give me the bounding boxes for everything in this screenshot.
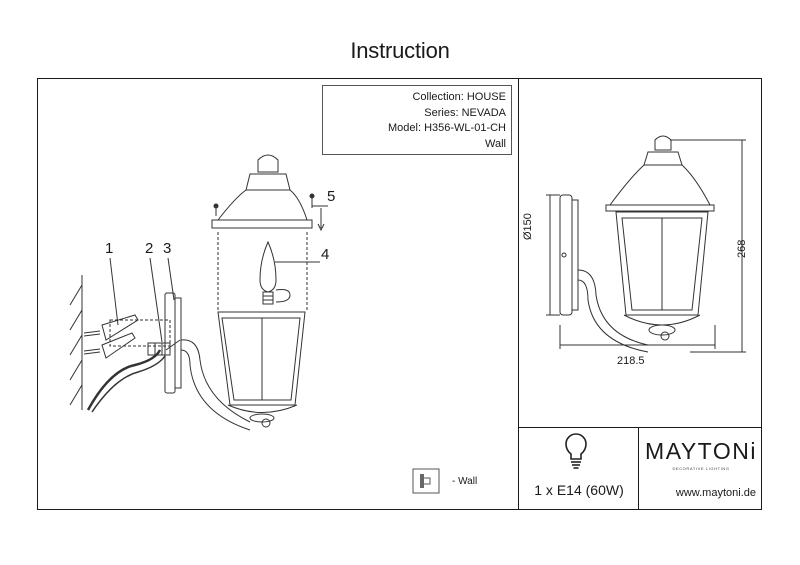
wall-screws — [83, 330, 101, 355]
model-text: Model: H356-WL-01-CH — [388, 122, 506, 134]
lamp-arm — [180, 339, 251, 423]
series-text: Series: NEVADA — [424, 106, 506, 119]
supply-cable — [86, 349, 162, 411]
callout-4: 4 — [321, 246, 330, 263]
candle-bulb — [259, 240, 277, 305]
lamp-spec: 1 x E14 (60W) — [534, 482, 624, 498]
dimension-drawing — [546, 135, 746, 353]
callout-2: 2 — [145, 240, 154, 257]
horizontal-divider — [518, 427, 762, 428]
instruction-frame — [37, 78, 762, 510]
vertical-divider — [518, 78, 519, 510]
dim-lamp-arm — [577, 269, 649, 346]
diameter-label: Ø150 — [522, 213, 534, 240]
wall-mount-label: - Wall — [452, 476, 478, 487]
depth-label: 218.5 — [617, 355, 645, 367]
collection-text: Collection: HOUSE — [412, 91, 506, 103]
dim-lantern — [605, 135, 715, 341]
callout-5: 5 — [327, 188, 336, 205]
wall-mount-icon — [412, 468, 440, 494]
footer-divider — [638, 427, 639, 510]
brand-tagline: DECORATIVE LIGHTING — [672, 466, 730, 471]
bulb-icon — [565, 433, 587, 469]
mounting-bracket — [101, 314, 139, 341]
callout-1: 1 — [105, 240, 114, 257]
wall-hatch — [69, 275, 83, 410]
page-title: Instruction — [350, 38, 450, 63]
height-label: 268 — [736, 239, 748, 258]
product-info-box: Collection: HOUSE Series: NEVADA Model: … — [322, 85, 512, 155]
lantern-body — [217, 311, 306, 428]
placement-text: Wall — [485, 137, 506, 150]
brand-logo: MAYTONi — [645, 438, 757, 464]
terminal-block — [147, 342, 171, 356]
website-link[interactable]: www.maytoni.de — [675, 487, 756, 499]
assembly-drawing — [69, 154, 328, 431]
callout-3: 3 — [163, 240, 172, 257]
lantern-top — [211, 154, 313, 229]
